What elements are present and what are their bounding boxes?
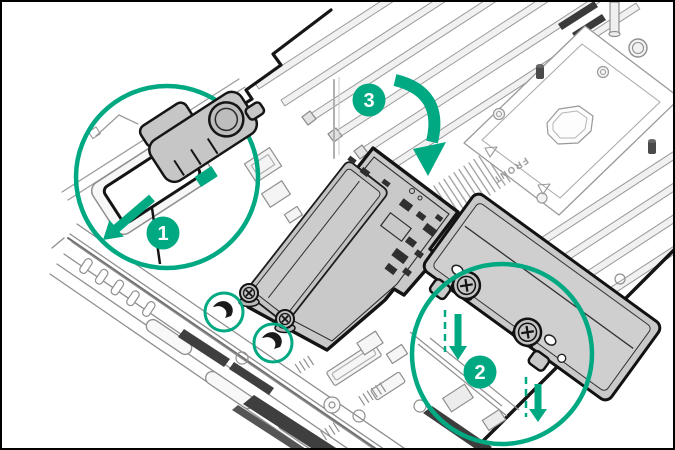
step-badge-1: 1 xyxy=(146,216,180,250)
down-left-arrow-icon xyxy=(103,194,155,240)
chassis-hook-right xyxy=(262,332,282,349)
front-wall-slots xyxy=(79,258,156,317)
detail-circle-1 xyxy=(73,83,261,271)
curved-down-arrow-icon xyxy=(393,74,446,176)
step-badge-2: 2 xyxy=(463,355,497,389)
detail-circle-2 xyxy=(409,261,595,447)
cpu-socket xyxy=(463,2,673,216)
latch-touchpoint xyxy=(194,166,218,187)
magnified-board-corner xyxy=(422,192,662,402)
magnified-thumbscrew-2 xyxy=(511,317,543,348)
thumbscrew-left xyxy=(238,283,260,308)
board-connectors-bottom xyxy=(235,273,626,441)
press-down-arrow-icons xyxy=(443,310,547,422)
step-badge-3: 3 xyxy=(352,83,386,117)
highlight-circle-left-hook xyxy=(203,291,245,333)
io-connectors-left xyxy=(243,147,312,227)
step-badge-1-label: 1 xyxy=(157,223,168,245)
step-badge-2-label: 2 xyxy=(474,362,485,384)
highlight-circle-right-hook xyxy=(252,322,294,364)
detail-circle-2-content xyxy=(409,192,662,448)
step-badge-3-label: 3 xyxy=(363,90,374,112)
release-latch xyxy=(138,90,266,187)
riser-board xyxy=(238,146,460,352)
chassis-hook-left xyxy=(213,301,233,318)
